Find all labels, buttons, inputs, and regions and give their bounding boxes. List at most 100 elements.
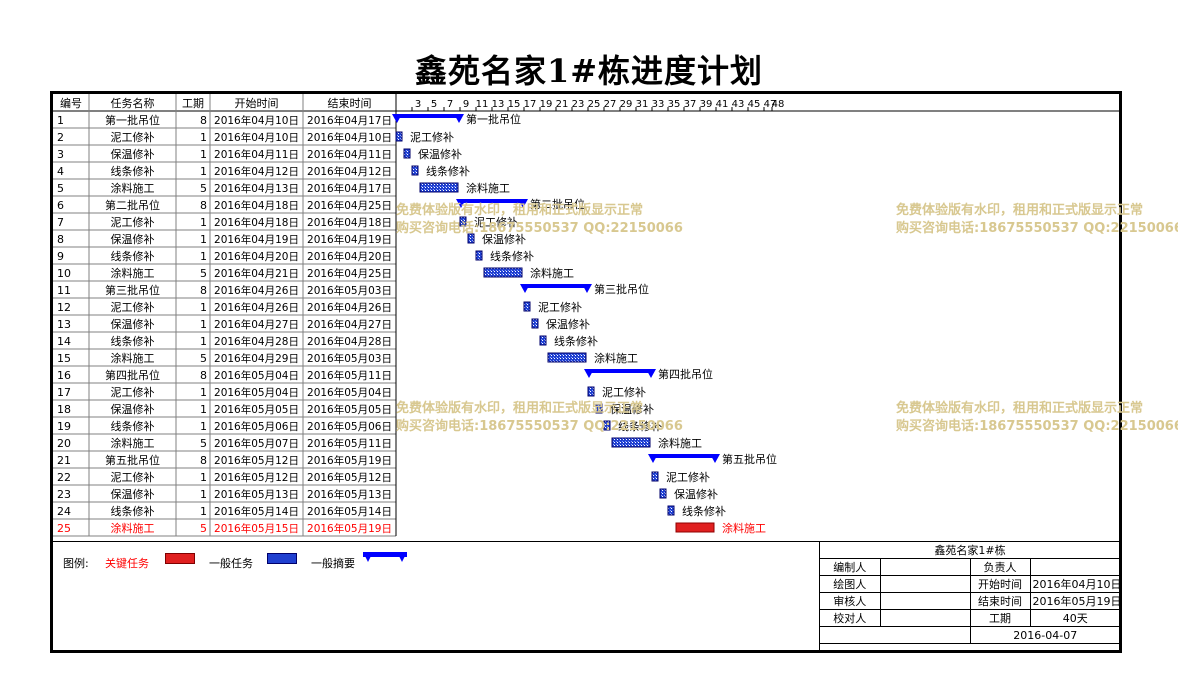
title-block: 鑫苑名家1#栋 编制人 负责人 绘图人 开始时间 2016年04月10日 审核人 [819,542,1121,651]
task-name: 涂料施工 [111,521,155,535]
task-id: 12 [57,301,71,314]
task-id: 11 [57,284,71,297]
axis-tick-label: 7 [447,99,453,110]
task-id: 19 [57,420,71,433]
tb-checker-value [879,609,970,627]
task-end: 2016年05月03日 [307,352,392,365]
bar-label: 泥工修补 [666,470,710,484]
bar-label: 泥工修补 [474,215,518,229]
axis-tick-label: 3 [415,99,421,110]
axis-tick-label: 43 [732,99,745,110]
axis-tick-label: 15 [508,99,521,110]
task-name: 涂料施工 [111,181,155,195]
bar-label: 泥工修补 [602,385,646,399]
axis-tick-label: 41 [716,99,729,110]
task-end: 2016年05月19日 [307,522,392,535]
task-name: 第三批吊位 [105,283,160,297]
page-title: 鑫苑名家1#栋进度计划 [414,52,764,90]
task-name: 泥工修补 [111,215,155,229]
task-name: 线条修补 [111,164,155,178]
task-duration: 1 [200,403,207,416]
summary-bar [584,369,656,378]
task-duration: 1 [200,471,207,484]
task-end: 2016年04月25日 [307,267,392,280]
task-name: 保温修补 [111,232,155,246]
tb-duration-label: 工期 [969,609,1030,627]
task-duration: 1 [200,216,207,229]
summary-bar [520,284,592,293]
bar-label: 涂料施工 [658,436,702,450]
bar-label: 第一批吊位 [466,112,521,126]
axis-tick-label: 9 [463,99,469,110]
bar-label: 泥工修补 [410,130,454,144]
task-start: 2016年04月18日 [214,216,299,229]
task-end: 2016年05月03日 [307,284,392,297]
task-bar [403,148,411,159]
task-duration: 8 [200,369,207,382]
tb-start-value: 2016年04月10日 [1029,575,1121,593]
task-id: 22 [57,471,71,484]
task-bar [411,165,419,176]
task-start: 2016年05月15日 [214,522,299,535]
task-name: 泥工修补 [111,470,155,484]
bar-label: 第三批吊位 [594,282,649,296]
tb-reviewer-value [879,592,970,610]
task-name: 第一批吊位 [105,113,160,127]
task-id: 18 [57,403,71,416]
axis-tick-label: 39 [700,99,713,110]
bar-label: 涂料施工 [722,521,766,535]
task-end: 2016年04月20日 [307,250,392,263]
axis-tick-label: 13 [492,99,505,110]
task-start: 2016年05月05日 [214,403,299,416]
task-bar [523,301,531,312]
axis-tick-label: 19 [540,99,553,110]
task-duration: 1 [200,148,207,161]
header-id: 编号 [60,96,82,110]
axis-tick-label: 29 [620,99,633,110]
task-duration: 8 [200,284,207,297]
bar-label: 第四批吊位 [658,367,713,381]
task-end: 2016年04月17日 [307,114,392,127]
task-duration: 5 [200,437,207,450]
task-end: 2016年05月05日 [307,403,392,416]
tb-checker-label: 校对人 [820,609,880,627]
task-duration: 8 [200,114,207,127]
tb-project: 鑫苑名家1#栋 [820,542,1121,559]
task-end: 2016年04月26日 [307,301,392,314]
task-start: 2016年04月20日 [214,250,299,263]
task-id: 8 [57,233,64,246]
task-name: 泥工修补 [111,130,155,144]
task-start: 2016年04月13日 [214,182,299,195]
task-duration: 5 [200,182,207,195]
bar-label: 保温修补 [610,402,654,416]
task-id: 9 [57,250,64,263]
task-name: 第二批吊位 [105,198,160,212]
task-start: 2016年05月14日 [214,505,299,518]
header-duration: 工期 [182,97,204,110]
axis-tick-label: 47 [764,99,777,110]
bar-label: 泥工修补 [538,300,582,314]
header-task-name: 任务名称 [111,96,155,110]
task-id: 16 [57,369,71,382]
task-bar [475,250,483,261]
task-id: 2 [57,131,64,144]
header-end: 结束时间 [328,97,372,110]
task-id: 4 [57,165,64,178]
task-start: 2016年04月10日 [214,131,299,144]
header-start: 开始时间 [235,96,279,110]
task-duration: 5 [200,352,207,365]
axis-tick-label: 31 [636,99,649,110]
task-start: 2016年05月06日 [214,420,299,433]
task-start: 2016年04月21日 [214,267,299,280]
tb-drafter-value [879,575,970,593]
legend-normal-swatch [267,553,297,564]
task-start: 2016年05月04日 [214,369,299,382]
tb-start-label: 开始时间 [969,575,1030,593]
task-bar [395,131,403,142]
task-end: 2016年05月13日 [307,488,392,501]
bar-label: 涂料施工 [530,266,574,280]
tb-end-value: 2016年05月19日 [1029,592,1121,610]
axis-tick-label: 25 [588,99,601,110]
task-bar [539,335,547,346]
